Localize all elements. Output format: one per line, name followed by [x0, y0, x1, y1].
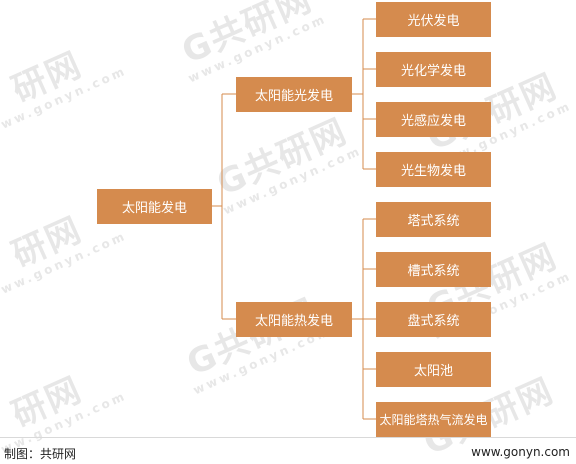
node-branch-thermal: 太阳能热发电 — [236, 302, 352, 337]
node-branch-light: 太阳能光发电 — [236, 77, 352, 112]
node-leaf: 太阳池 — [376, 352, 491, 387]
node-label: 光感应发电 — [400, 114, 466, 129]
node-label: 太阳能发电 — [121, 201, 187, 216]
node-label: 塔式系统 — [407, 214, 460, 229]
node-label: 盘式系统 — [407, 314, 460, 329]
node-leaf: 槽式系统 — [376, 252, 491, 287]
node-leaf: 光感应发电 — [376, 102, 491, 137]
node-label: 太阳能热发电 — [254, 314, 333, 329]
source-label: 制图：共研网 — [4, 447, 77, 461]
node-leaf: 光生物发电 — [376, 152, 491, 187]
node-leaf: 太阳能塔热气流发电 — [376, 402, 491, 437]
node-label: 太阳能塔热气流发电 — [379, 413, 488, 427]
node-label: 太阳池 — [413, 364, 453, 379]
node-root: 太阳能发电 — [97, 189, 212, 224]
node-leaf: 光伏发电 — [376, 2, 491, 37]
node-label: 光生物发电 — [400, 164, 466, 179]
node-leaf: 盘式系统 — [376, 302, 491, 337]
node-label: 光化学发电 — [400, 64, 466, 79]
source-url: www.gonyn.com — [471, 445, 570, 459]
node-label: 太阳能光发电 — [254, 89, 333, 104]
connector-lines — [212, 18, 376, 420]
node-leaf: 塔式系统 — [376, 202, 491, 237]
footer: 制图：共研网 www.gonyn.com — [0, 437, 576, 464]
node-label: 光伏发电 — [407, 14, 460, 29]
node-label: 槽式系统 — [407, 264, 460, 279]
node-leaf: 光化学发电 — [376, 52, 491, 87]
